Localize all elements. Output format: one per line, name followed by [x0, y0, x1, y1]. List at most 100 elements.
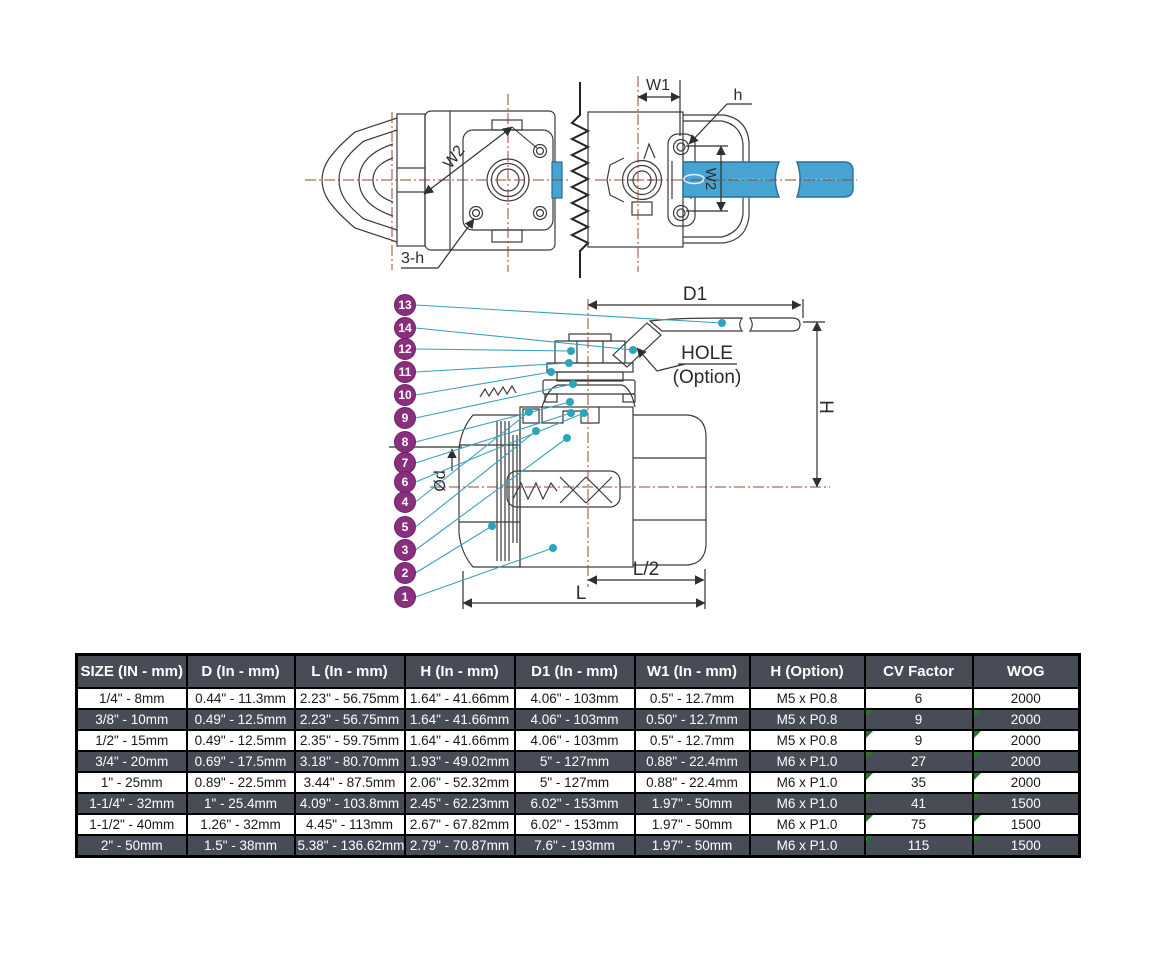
part-dot-9: [569, 380, 577, 388]
left-hex-end: [458, 414, 521, 568]
table-cell: 1500: [971, 813, 1081, 836]
callout-number-3: 3: [402, 543, 409, 557]
leader-line-7: [415, 412, 572, 464]
neck: [541, 384, 636, 408]
table-cell: 2000: [971, 771, 1081, 794]
table-cell: 5" - 127mm: [513, 771, 636, 794]
hex-cap-outline: [321, 117, 398, 243]
table-cell: M6 x P1.0: [748, 771, 866, 794]
callout-bubble-11: [394, 361, 416, 383]
table-cell: M5 x P0.8: [748, 729, 866, 752]
flange-hole: [672, 138, 690, 156]
mount-hole: [532, 143, 548, 159]
table-cell: 5" - 127mm: [513, 750, 636, 773]
table-cell: M6 x P1.0: [748, 750, 866, 773]
spec-table: SIZE (IN - mm)D (In - mm)L (In - mm)H (I…: [75, 653, 1081, 858]
table-cell: 1.97" - 50mm: [633, 792, 751, 815]
table-cell: 2.79" - 70.87mm: [403, 834, 516, 858]
part-dot-8: [566, 398, 574, 406]
table-cell: 2.23" - 56.75mm: [293, 687, 406, 710]
column-header: L (In - mm): [293, 653, 406, 689]
callout-number-1: 1: [402, 590, 409, 604]
part-dot-14: [629, 346, 637, 354]
table-cell: 6.02" - 153mm: [513, 792, 636, 815]
leader-line-10: [415, 371, 552, 396]
column-header: D1 (In - mm): [513, 653, 636, 689]
table-cell: 2.45" - 62.23mm: [403, 792, 516, 815]
table-cell: M6 x P1.0: [748, 792, 866, 815]
table-cell: 1" - 25mm: [75, 771, 188, 794]
top-drawing: W2 3-h W1 h W2: [305, 76, 857, 278]
table-cell: 0.5" - 12.7mm: [633, 729, 751, 752]
callout-bubble-13: [394, 294, 416, 316]
column-header: W1 (In - mm): [633, 653, 751, 689]
part-dot-4: [525, 408, 533, 416]
part-dot-13: [718, 319, 726, 327]
callout-number-8: 8: [402, 435, 409, 449]
table-cell: 0.88" - 22.4mm: [633, 750, 751, 773]
dim-w2-handle-label: W2: [702, 168, 719, 191]
break-line: [569, 82, 591, 278]
table-cell: 1.5" - 38mm: [185, 834, 296, 858]
table-cell: 2.35" - 59.75mm: [293, 729, 406, 752]
stem-nut: [554, 340, 626, 364]
table-cell: 1.64" - 41.66mm: [403, 729, 516, 752]
dim-l2-label: L/2: [633, 559, 659, 580]
section-dimensions: [389, 299, 825, 609]
table-cell: 1" - 25.4mm: [185, 792, 296, 815]
table-cell: 0.88" - 22.4mm: [633, 771, 751, 794]
hole-option-label: (Option): [673, 367, 742, 388]
leader-line-11: [415, 362, 570, 373]
table-cell: 0.44" - 11.3mm: [185, 687, 296, 710]
table-cell: 0.5" - 12.7mm: [633, 687, 751, 710]
column-header: WOG: [971, 653, 1081, 689]
table-cell: 4.06" - 103mm: [513, 729, 636, 752]
leader-line-8: [415, 401, 571, 443]
callout-bubble-5: [394, 516, 416, 538]
part-dot-1: [549, 544, 557, 552]
part-dot-5: [532, 427, 540, 435]
dim-l-label: L: [576, 583, 587, 604]
right-hex-end: [633, 414, 707, 566]
table-cell: 0.49" - 12.5mm: [185, 708, 296, 731]
section-drawing: D1 HOLE (Option) H Ød L/2 L 131412111098…: [389, 285, 835, 609]
table-cell: 27: [863, 750, 974, 773]
callout-bubble-2: [394, 562, 416, 584]
table-cell: 4.45" - 113mm: [293, 813, 406, 836]
table-cell: 3/8" - 10mm: [75, 708, 188, 731]
table-cell: M5 x P0.8: [748, 687, 866, 710]
handle-bar-end: [748, 317, 801, 332]
table-cell: 3.18" - 80.70mm: [293, 750, 406, 773]
table-cell: 0.69" - 17.5mm: [185, 750, 296, 773]
table-cell: 3.44" - 87.5mm: [293, 771, 406, 794]
mount-hole: [532, 205, 548, 221]
leader-line-13: [415, 304, 723, 324]
table-cell: 2" - 50mm: [75, 834, 188, 858]
table-cell: 6.02" - 153mm: [513, 813, 636, 836]
leader-line-14: [415, 327, 634, 351]
table-cell: 6: [863, 687, 974, 710]
table-cell: 4.06" - 103mm: [513, 708, 636, 731]
handle-bar: [648, 317, 744, 332]
dim-3h-label: 3-h: [401, 250, 424, 267]
top-dimensions: [401, 80, 752, 269]
leader-line-12: [415, 348, 572, 352]
column-header: CV Factor: [863, 653, 974, 689]
stem-washer: [546, 362, 634, 373]
leader-line-5: [415, 430, 537, 528]
table-cell: M6 x P1.0: [748, 813, 866, 836]
callout-number-5: 5: [402, 520, 409, 534]
table-cell: 1500: [971, 834, 1081, 858]
callout-number-12: 12: [398, 342, 412, 356]
callout-bubble-9: [394, 407, 416, 429]
table-cell: 2000: [971, 708, 1081, 731]
flange-hole: [672, 204, 690, 222]
table-cell: 4.06" - 103mm: [513, 687, 636, 710]
dim-h-label: H: [815, 400, 835, 414]
callout-number-2: 2: [402, 566, 409, 580]
callout-number-9: 9: [402, 411, 409, 425]
table-cell: 1-1/2" - 40mm: [75, 813, 188, 836]
